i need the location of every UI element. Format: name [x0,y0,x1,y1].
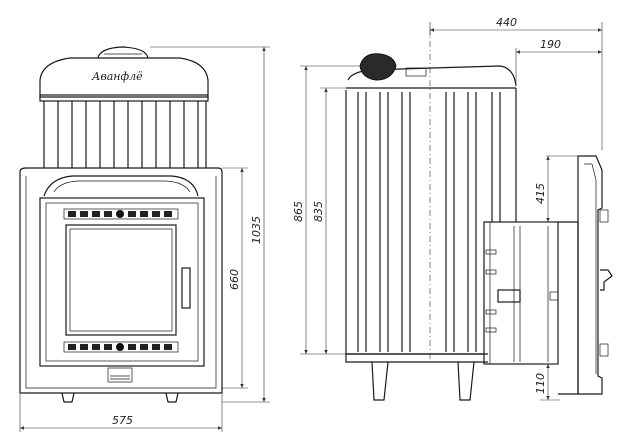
front-height-body-label: 660 [228,269,241,290]
fuel-tunnel [483,221,559,365]
tunnel-front-frame [558,155,613,395]
top-handle [359,53,397,81]
logo-text: Аванфлё [91,70,143,83]
side-height-total-label: 865 [292,201,305,222]
side-ribs [357,92,501,352]
door-handle [181,267,191,309]
side-depth-total-label: 440 [496,16,517,29]
lower-vent-row [63,341,179,353]
side-tunnel-bottom-label: 110 [534,373,547,394]
front-height-total-label: 1035 [250,216,263,244]
front-ribs [43,101,207,168]
side-view: 440 190 865 835 415 110 [292,16,613,401]
side-tunnel-height-label: 415 [534,183,547,204]
upper-vent-row [63,208,179,220]
side-depth-tunnel-label: 190 [540,38,561,51]
front-view: Аванфлё [19,46,270,432]
front-width-label: 575 [112,414,133,427]
door-glass [65,224,177,336]
side-height-body-label: 835 [312,201,325,222]
